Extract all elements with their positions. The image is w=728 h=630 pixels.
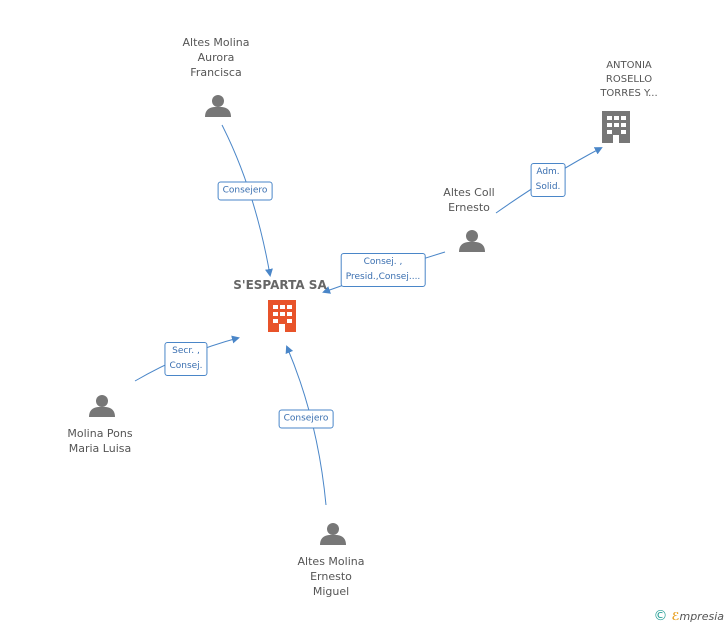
- label-line: Molina Pons: [67, 427, 133, 440]
- edge-label-line: Consej.: [169, 361, 203, 371]
- person-icon-marialuisa[interactable]: [89, 395, 115, 417]
- brand-rest: mpresia: [679, 609, 724, 623]
- edge-label-line: Presid.,Consej....: [345, 272, 421, 282]
- person-icon-aurora[interactable]: [205, 95, 231, 117]
- label-line: Maria Luisa: [68, 442, 132, 455]
- label-line: ANTONIA: [606, 60, 652, 71]
- person-label-ernesto[interactable]: Altes Coll Ernesto: [443, 185, 494, 215]
- person-label-aurora[interactable]: Altes Molina Aurora Francisca: [183, 35, 250, 80]
- label-line: ROSELLO: [605, 74, 653, 85]
- edge-label-line: Consejero: [222, 185, 268, 196]
- edge-label-secr-consej[interactable]: Secr. , Consej.: [164, 342, 208, 376]
- label-line: Miguel: [312, 585, 350, 598]
- center-company-name[interactable]: S'ESPARTA SA: [233, 278, 327, 292]
- label-line: Ernesto: [310, 570, 352, 583]
- edge-label-line: Secr. ,: [172, 346, 200, 356]
- building-icon-center[interactable]: [268, 300, 296, 332]
- company-label[interactable]: ANTONIA ROSELLO TORRES Y...: [600, 59, 657, 101]
- copyright-symbol: ©: [653, 608, 668, 624]
- label-line: Ernesto: [448, 201, 490, 214]
- person-icon-miguel[interactable]: [320, 523, 346, 545]
- watermark: © ℰmpresia: [653, 608, 724, 624]
- person-label-marialuisa[interactable]: Molina Pons Maria Luisa: [67, 426, 132, 456]
- label-line: TORRES Y...: [600, 88, 658, 99]
- edge-label-consej-presid[interactable]: Consej. , Presid.,Consej....: [340, 253, 426, 287]
- brand-name: ℰmpresia: [671, 610, 724, 623]
- brand-initial: ℰ: [671, 609, 680, 623]
- label-line: Altes Coll: [443, 186, 495, 199]
- building-icon-company[interactable]: [602, 111, 630, 143]
- label-line: Aurora: [197, 51, 235, 64]
- label-line: Altes Molina: [182, 36, 250, 49]
- edge-label-line: Consej. ,: [363, 257, 403, 267]
- label-line: Altes Molina: [297, 555, 365, 568]
- edge-label-line: Adm.: [536, 167, 560, 177]
- label-line: Francisca: [190, 66, 242, 79]
- edge-label-consejero-aurora[interactable]: Consejero: [217, 181, 273, 201]
- edge-label-consejero-miguel[interactable]: Consejero: [278, 409, 334, 429]
- edge-label-line: Solid.: [535, 182, 561, 192]
- person-icon-ernesto[interactable]: [459, 230, 485, 252]
- person-label-miguel[interactable]: Altes Molina Ernesto Miguel: [298, 554, 365, 599]
- edge-label-adm-solid[interactable]: Adm. Solid.: [530, 163, 566, 197]
- edge-label-line: Consejero: [283, 413, 329, 424]
